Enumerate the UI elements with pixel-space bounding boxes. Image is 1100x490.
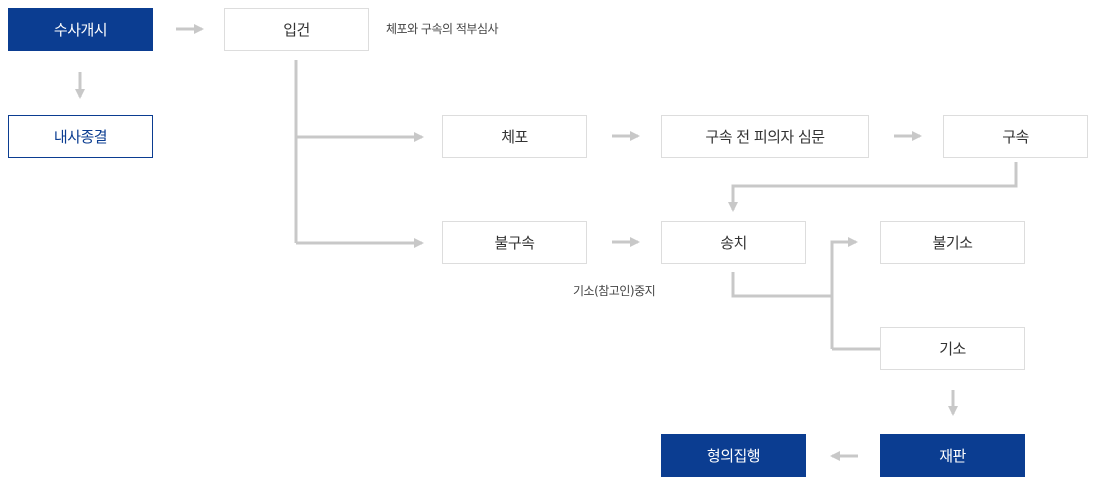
node-non-indictment: 불기소	[880, 221, 1025, 264]
node-investigation-start: 수사개시	[8, 8, 153, 51]
node-internal-closure: 내사종결	[8, 115, 153, 158]
node-detention: 구속	[943, 115, 1088, 158]
note-suspension: 기소(참고인)중지	[573, 284, 656, 298]
note-arrest-review: 체포와 구속의 적부심사	[386, 22, 499, 36]
node-pre-detention-hearing: 구속 전 피의자 심문	[661, 115, 869, 158]
node-non-detention: 불구속	[442, 221, 587, 264]
arrow-detention-to-referral	[728, 162, 1018, 212]
referral-split	[731, 272, 832, 298]
node-case-registration: 입건	[224, 8, 369, 51]
node-indictment: 기소	[880, 327, 1025, 370]
node-arrest: 체포	[442, 115, 587, 158]
node-sentence-execution: 형의집행	[661, 434, 806, 477]
node-referral: 송치	[661, 221, 806, 264]
arrow-split-to-non-indictment	[830, 237, 858, 349]
node-trial: 재판	[880, 434, 1025, 477]
